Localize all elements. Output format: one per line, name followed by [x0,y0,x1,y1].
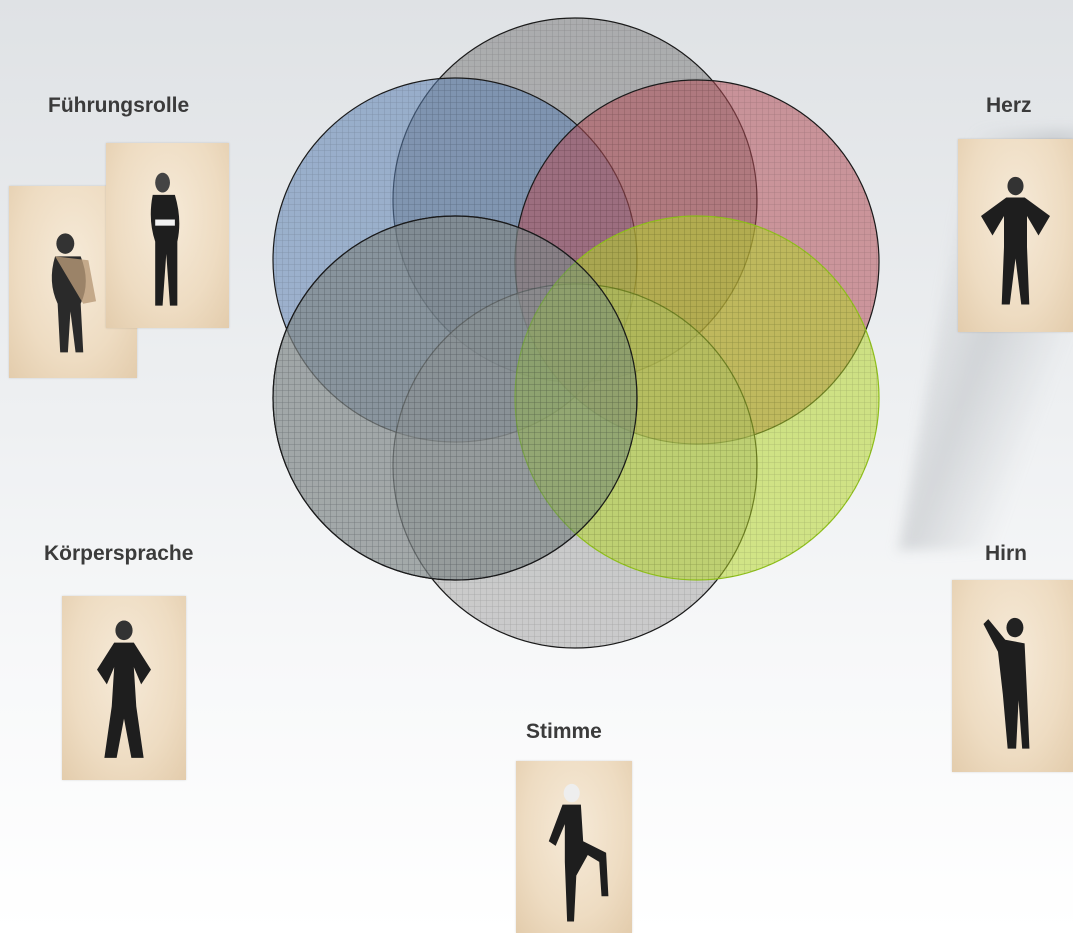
label-fuehrungsrolle: Führungsrolle [48,94,190,117]
photo-stimme [516,761,632,933]
figure-icon [981,176,1050,305]
label-stimme: Stimme [526,720,602,743]
photo-herz [958,139,1073,332]
label-koerpersprache: Körpersprache [44,542,194,565]
label-hirn: Hirn [985,542,1027,565]
figure-icon [150,172,180,306]
navy-circle-grid [273,216,637,580]
photo-koerpersprache [62,596,186,780]
figure-icon [983,617,1030,749]
figure-icon [97,620,151,758]
photo-fuehrungsrolle-front [106,143,229,328]
figure-icon [548,783,609,922]
photo-hirn [952,580,1073,772]
label-herz: Herz [986,94,1032,117]
figure-icon [51,233,97,353]
